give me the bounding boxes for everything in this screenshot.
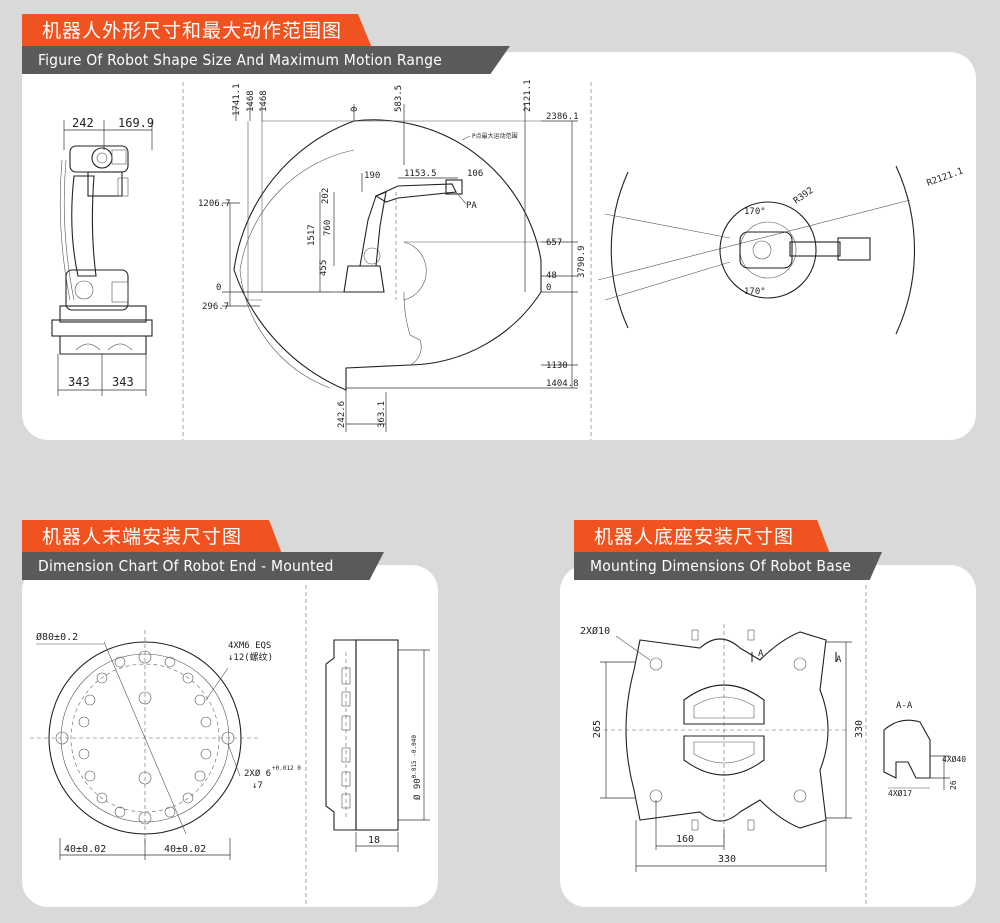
inner-dim-2: 1153.5	[404, 169, 437, 179]
range-top-dim-1: 1741.1	[232, 83, 242, 116]
range-right-dim-2: 657	[546, 238, 562, 248]
section2-title-tab	[22, 520, 282, 554]
range-total-height: 3790.9	[577, 245, 587, 278]
motion-range-view: 1741.1 1468 1468 0 583.5 2121.1 1206.7 0…	[198, 79, 587, 432]
section1-title-cn: 机器人外形尺寸和最大动作范围图	[42, 20, 343, 42]
side-dim-top-right: 169.9	[118, 116, 154, 130]
section2-title-en: Dimension Chart Of Robot End - Mounted	[38, 557, 334, 575]
range-top-dim-4: 0	[350, 107, 360, 112]
range-right-dim-5: 1130	[546, 361, 568, 371]
range-bottom-dim-2: 363.1	[377, 401, 387, 428]
range-top-dim-2: 1468	[246, 90, 256, 112]
range-bottom-dim-1: 242.6	[337, 401, 347, 428]
inner-dim-7: 455	[319, 260, 329, 276]
top-radius: R2121.1	[926, 166, 965, 188]
inner-dim-3: 106	[467, 169, 483, 179]
end-mount-panel	[22, 565, 438, 907]
range-top-dim-3: 1468	[259, 90, 269, 112]
top-angle-top: 170°	[744, 207, 766, 217]
robot-in-range	[343, 179, 463, 293]
robot-side-view: 242 169.9 343 343	[51, 116, 154, 396]
pa-note: P点最大运动范围	[472, 132, 518, 140]
robot-top-view: 170° 170° R392 R2121.1	[597, 165, 965, 335]
side-dim-bottom-left: 343	[68, 375, 90, 389]
section1-title-en: Figure Of Robot Shape Size And Maximum M…	[38, 51, 442, 69]
side-dim-top-left: 242	[72, 116, 94, 130]
inner-dim-4: 202	[321, 188, 331, 204]
range-right-dim-6: 1404.8	[546, 379, 579, 389]
section3-title-tab	[574, 520, 830, 554]
section3-subtitle-bar	[574, 552, 882, 580]
section2-title-cn: 机器人末端安装尺寸图	[42, 526, 243, 548]
top-angle-bottom: 170°	[744, 287, 766, 297]
side-dim-bottom-right: 343	[112, 375, 134, 389]
top-base-radius: R392	[792, 186, 816, 207]
inner-dim-6: 1517	[307, 224, 317, 246]
section1-title-tab	[22, 14, 372, 48]
range-right-dim-4: 0	[546, 283, 551, 293]
inner-dim-5: 760	[323, 220, 333, 236]
range-left-dim-2: 0	[216, 283, 221, 293]
section3-title-cn: 机器人底座安装尺寸图	[594, 526, 795, 548]
section2-subtitle-bar	[22, 552, 384, 580]
range-right-dim-3: 48	[546, 271, 557, 281]
range-top-dim-6: 2121.1	[523, 79, 533, 112]
base-mount-panel	[560, 565, 976, 907]
range-left-dim-1: 1206.7	[198, 199, 231, 209]
motion-range-panel	[22, 52, 976, 440]
range-right-dim-1: 2386.1	[546, 112, 579, 122]
pa-label: PA	[466, 201, 477, 211]
inner-dim-1: 190	[364, 171, 380, 181]
section3-title-en: Mounting Dimensions Of Robot Base	[590, 557, 852, 575]
range-top-dim-5: 583.5	[394, 85, 404, 112]
range-left-dim-3: 296.7	[202, 302, 229, 312]
section1-subtitle-bar	[22, 46, 510, 74]
